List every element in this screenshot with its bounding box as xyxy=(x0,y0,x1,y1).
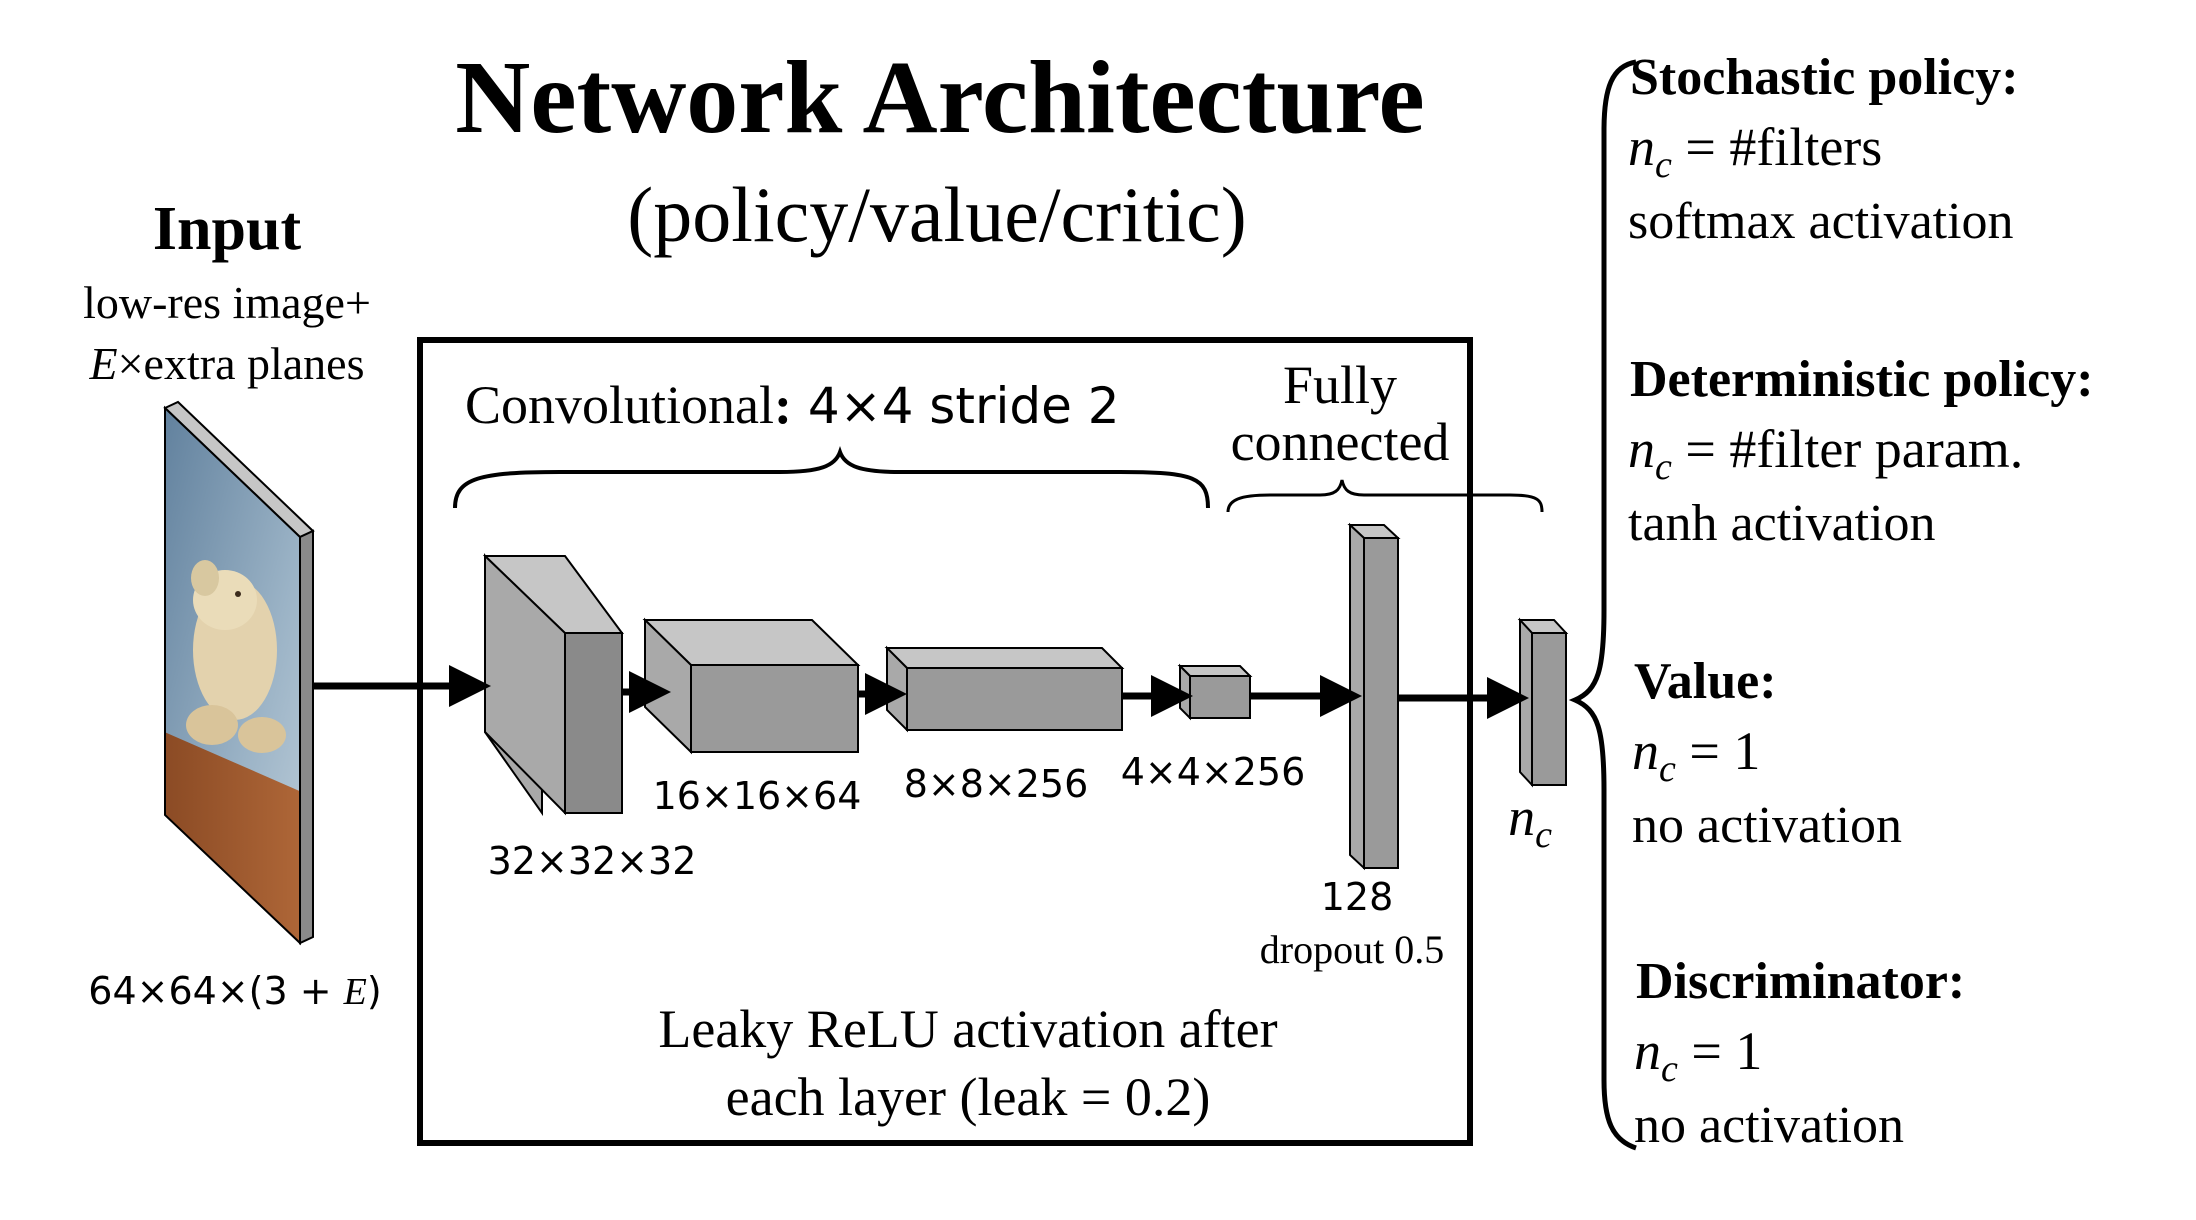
fc-layer-block xyxy=(1347,522,1401,871)
output-layer-block xyxy=(1517,617,1569,788)
activation-note-line2: each layer (leak = 0.2) xyxy=(725,1067,1211,1127)
output-var: n xyxy=(1508,787,1536,847)
head-eq-var: n xyxy=(1632,721,1659,781)
head-eq: nc = 1 xyxy=(1634,1024,1965,1088)
head-stochastic: Stochastic policy: nc = #filters softmax… xyxy=(1628,52,2019,248)
input-size-prefix: 64×64×(3 + xyxy=(88,969,344,1013)
head-eq: nc = 1 xyxy=(1632,724,1902,788)
head-title: Deterministic policy: xyxy=(1630,351,2094,408)
head-eq-var: n xyxy=(1634,1021,1661,1081)
head-eq-sub: c xyxy=(1659,747,1676,790)
layer-label-1: 32×32×32 xyxy=(487,839,697,883)
head-title: Stochastic policy: xyxy=(1630,49,2019,106)
fc-dropout-label: dropout 0.5 xyxy=(1259,927,1445,972)
conv-layer-1-block xyxy=(483,552,624,817)
conv-label-spec: 4×4 stride 2 xyxy=(791,377,1120,435)
input-extra-planes-text: ×extra planes xyxy=(117,338,365,389)
layer-label-2: 16×16×64 xyxy=(652,774,862,818)
head-discriminator: Discriminator: nc = 1 no activation xyxy=(1634,956,1965,1152)
input-desc-line2: E×extra planes xyxy=(90,341,365,387)
input-image xyxy=(163,400,315,946)
head-desc: no activation xyxy=(1634,1096,1905,1154)
fc-units-label: 128 xyxy=(1320,875,1394,919)
head-eq: nc = #filter param. xyxy=(1628,422,2094,486)
head-eq-text: = 1 xyxy=(1691,1021,1763,1081)
conv-layer-2-block xyxy=(642,617,861,755)
conv-layer-3-block xyxy=(884,645,1125,733)
head-title: Value: xyxy=(1634,653,1777,710)
head-eq-sub: c xyxy=(1655,445,1672,488)
output-label: nc xyxy=(1508,790,1552,854)
page-title: Network Architecture xyxy=(455,40,1425,155)
network-frame xyxy=(417,337,1473,1146)
conv-label-word: Convolutional xyxy=(465,375,774,435)
input-heading: Input xyxy=(152,195,302,263)
fc-label-line1: Fully xyxy=(1282,355,1398,415)
head-title: Discriminator: xyxy=(1636,953,1966,1010)
head-eq-var: n xyxy=(1628,419,1655,479)
head-eq: nc = #filters xyxy=(1628,120,2019,184)
page-subtitle: (policy/value/critic) xyxy=(627,171,1247,258)
head-eq-sub: c xyxy=(1661,1047,1678,1090)
flow-arrows xyxy=(313,665,1529,719)
input-size-suffix: ) xyxy=(366,969,382,1013)
conv-label-colon: : xyxy=(774,375,792,435)
head-desc: tanh activation xyxy=(1628,494,1936,552)
input-extra-planes-var: E xyxy=(89,338,118,389)
fc-brace xyxy=(1226,479,1544,513)
activation-note-line1: Leaky ReLU activation after xyxy=(658,999,1278,1059)
head-value: Value: nc = 1 no activation xyxy=(1632,656,1902,852)
conv-layer-4-block xyxy=(1177,663,1253,721)
conv-brace xyxy=(453,446,1210,509)
input-size-var: E xyxy=(343,971,367,1013)
output-sub: c xyxy=(1535,813,1552,856)
head-eq-text: = #filters xyxy=(1685,117,1883,177)
head-eq-sub: c xyxy=(1655,143,1672,186)
head-eq-text: = 1 xyxy=(1689,721,1761,781)
input-desc-line1: low-res image+ xyxy=(83,277,371,328)
conv-label: Convolutional: 4×4 stride 2 xyxy=(465,378,1120,432)
layer-label-3: 8×8×256 xyxy=(903,762,1089,806)
heads-brace xyxy=(1568,59,1637,1151)
head-eq-var: n xyxy=(1628,117,1655,177)
input-size-label: 64×64×(3 + E) xyxy=(88,972,381,1011)
head-desc: no activation xyxy=(1632,796,1903,854)
fc-label-line2: connected xyxy=(1230,412,1450,472)
head-desc: softmax activation xyxy=(1628,192,2014,250)
head-eq-text: = #filter param. xyxy=(1685,419,2024,479)
layer-label-4: 4×4×256 xyxy=(1120,750,1306,794)
head-deterministic: Deterministic policy: nc = #filter param… xyxy=(1628,354,2094,550)
